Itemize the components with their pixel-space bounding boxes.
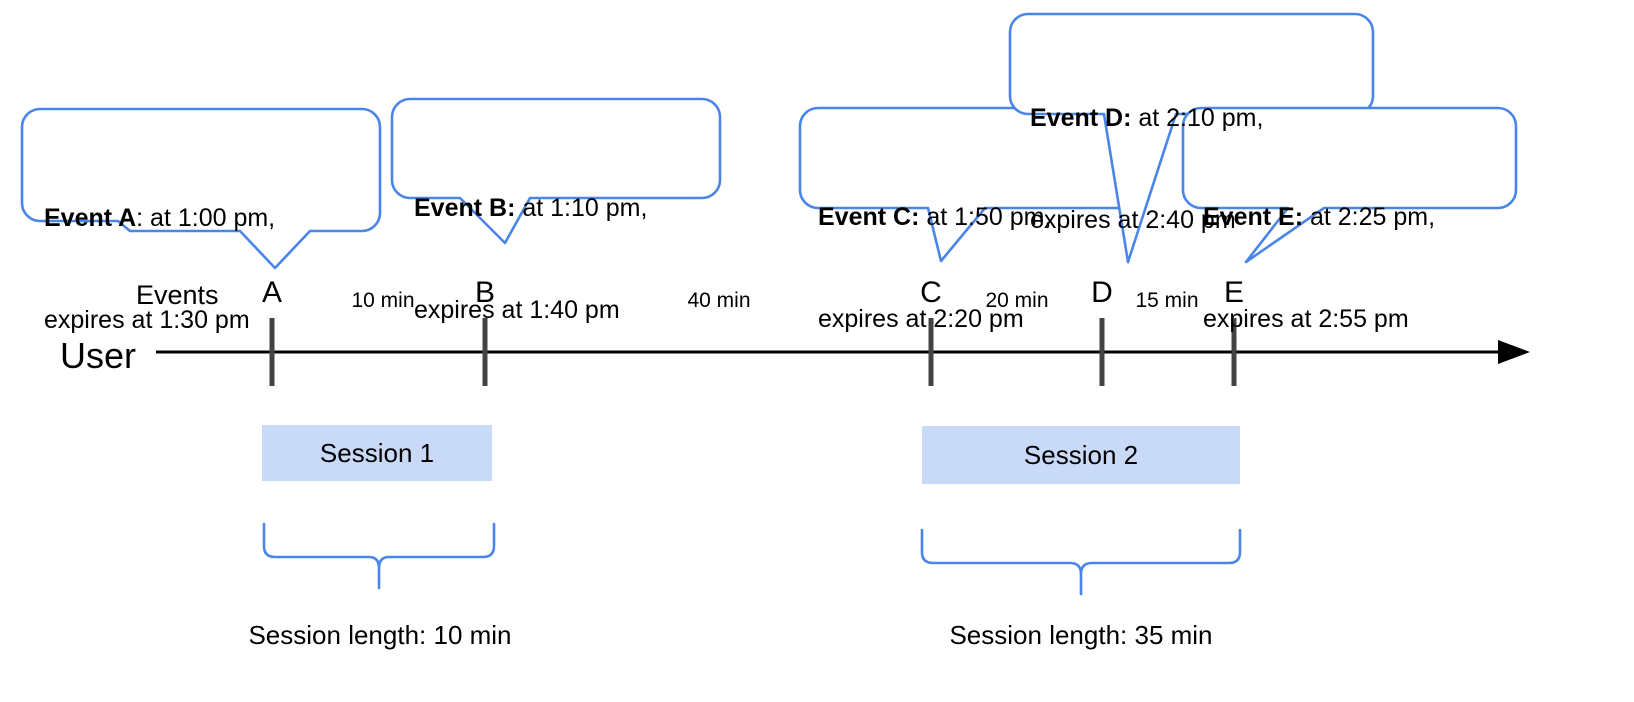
callout-b-line2: expires at 1:40 pm <box>414 296 620 324</box>
callout-d-rest: at 2:10 pm, <box>1131 104 1264 132</box>
session-box-2: Session 2 <box>922 426 1240 484</box>
callout-bubble-a <box>20 107 382 270</box>
callout-text-e: Event E: at 2:25 pm, expires at 2:55 pm <box>1203 132 1513 404</box>
callout-e-bold: Event E: <box>1203 203 1304 231</box>
callout-b-rest: at 1:10 pm, <box>515 194 648 222</box>
callout-d-bold: Event D: <box>1030 104 1132 132</box>
right-arrow-icon <box>1498 340 1530 364</box>
tick-label-e: E <box>1223 276 1244 309</box>
callout-bubble-b <box>390 97 722 245</box>
session-box-1: Session 1 <box>262 425 492 481</box>
session-2-length-label: Session length: 35 min <box>949 620 1213 650</box>
tick-label-c: C <box>920 276 942 309</box>
interval-label-c-d: 20 min <box>985 289 1049 312</box>
tick-label-a: A <box>261 276 282 309</box>
callout-c-bold: Event C: <box>818 203 920 231</box>
callout-d-line2: expires at 2:40 pm <box>1030 206 1236 234</box>
axis-row-label-user: User <box>60 335 137 376</box>
callout-e-rest: at 2:25 pm, <box>1303 203 1436 231</box>
callout-text-b: Event B: at 1:10 pm, expires at 1:40 pm <box>414 123 714 395</box>
callout-text-a: Event A: at 1:00 pm, expires at 1:30 pm <box>44 133 374 405</box>
interval-label-a-b: 10 min <box>351 289 415 312</box>
callout-e-line2: expires at 2:55 pm <box>1203 305 1409 333</box>
tick-label-b: B <box>474 276 495 309</box>
callout-a-rest: : at 1:00 pm, <box>136 204 276 232</box>
callout-text-d: Event D: at 2:10 pm, expires at 2:40 pm <box>1030 33 1360 305</box>
session-1-length-label: Session length: 10 min <box>248 620 512 650</box>
callout-c-line2: expires at 2:20 pm <box>818 305 1024 333</box>
session-2-label: Session 2 <box>1023 439 1139 470</box>
callout-c-rest: at 1:50 pm, <box>919 203 1052 231</box>
axis-events-label: Events <box>136 280 219 310</box>
session-1-brace <box>262 522 496 590</box>
session-1-label: Session 1 <box>319 437 435 468</box>
callout-bubble-e <box>1181 106 1518 264</box>
tick-label-d: D <box>1091 276 1113 309</box>
callout-text-c: Event C: at 1:50 pm, expires at 2:20 pm <box>818 132 1128 404</box>
interval-label-d-e: 15 min <box>1135 289 1199 312</box>
callout-bubble-d <box>1008 12 1375 264</box>
callout-b-bold: Event B: <box>414 194 516 222</box>
session-2-brace <box>920 528 1242 596</box>
callout-a-line2: expires at 1:30 pm <box>44 306 250 334</box>
interval-label-b-c: 40 min <box>687 289 751 312</box>
callout-a-bold: Event A <box>44 204 137 232</box>
